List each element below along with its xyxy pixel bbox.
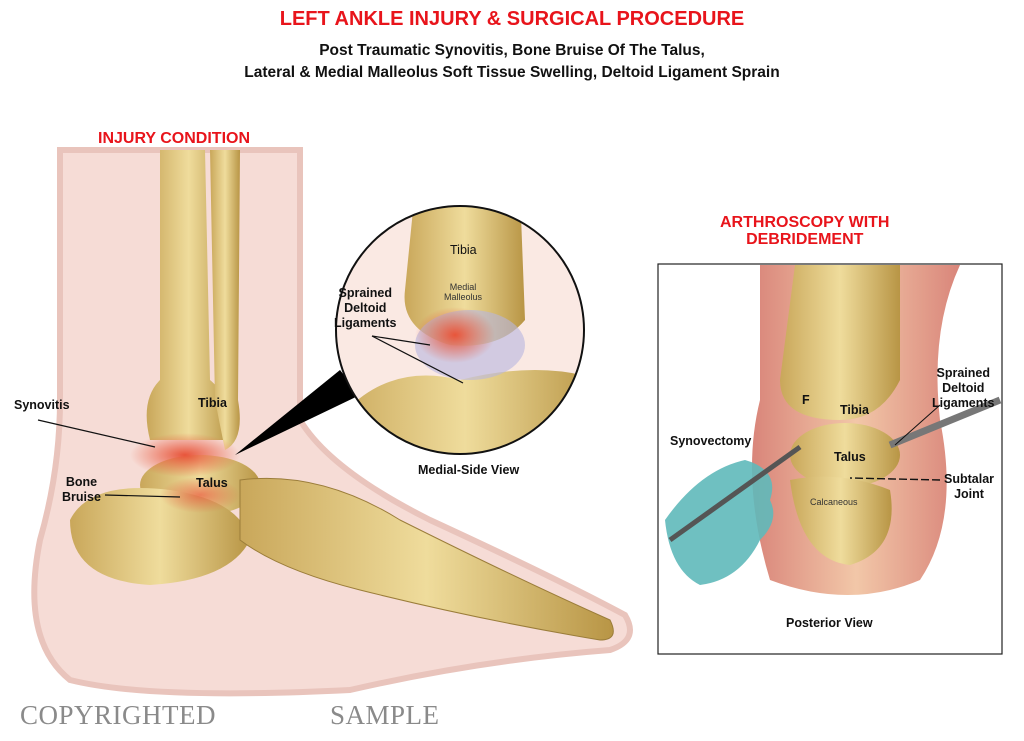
- arthroscope-right: [888, 396, 1002, 449]
- page-title: LEFT ANKLE INJURY & SURGICAL PROCEDURE: [279, 8, 745, 30]
- inset-label-sprained-ligaments: Sprained Deltoid Ligaments: [334, 286, 397, 330]
- right-label-f: F: [802, 393, 810, 407]
- right-label-synovectomy: Synovectomy: [670, 434, 752, 448]
- right-label-calcaneous: Calcaneous: [810, 497, 858, 507]
- inset-label-medial-malleolus: Medial Malleolus: [444, 282, 483, 302]
- right-label-tibia: Tibia: [840, 403, 869, 417]
- watermark-sample: SAMPLE: [330, 700, 440, 730]
- right-label-subtalar-joint: Subtalar Joint: [944, 472, 995, 501]
- foot-bones: [239, 477, 614, 641]
- injury-heading: INJURY CONDITION: [98, 130, 251, 147]
- bone-bruise-area: [160, 477, 240, 513]
- calcaneus-posterior: [790, 476, 892, 565]
- fibula-bone: [210, 150, 240, 450]
- inset-caption: Medial-Side View: [418, 463, 520, 477]
- subtitle-line-2: Lateral & Medial Malleolus Soft Tissue S…: [244, 64, 780, 81]
- watermark-copyrighted: COPYRIGHTED: [20, 700, 217, 730]
- tibia-bone: [146, 150, 231, 440]
- right-label-talus: Talus: [834, 450, 866, 464]
- talus-posterior: [790, 423, 900, 487]
- label-synovitis: Synovitis: [14, 398, 70, 412]
- tibia-posterior: [780, 265, 900, 420]
- inset-label-tibia: Tibia: [450, 243, 477, 257]
- synovitis-inflammation: [130, 433, 240, 477]
- arthroscope-left: [668, 444, 802, 543]
- right-label-sprained-ligaments: Sprained Deltoid Ligaments: [932, 366, 995, 410]
- inset-pointer: [235, 370, 360, 455]
- inset-circle: [335, 205, 585, 455]
- gloved-hand: [665, 460, 774, 585]
- arthroscopy-heading: ARTHROSCOPY WITH DEBRIDEMENT: [720, 214, 890, 248]
- right-caption: Posterior View: [786, 616, 873, 630]
- label-bone-bruise: Bone Bruise: [62, 475, 101, 504]
- label-talus: Talus: [196, 476, 228, 490]
- label-tibia: Tibia: [198, 396, 227, 410]
- subtitle-line-1: Post Traumatic Synovitis, Bone Bruise Of…: [319, 42, 705, 59]
